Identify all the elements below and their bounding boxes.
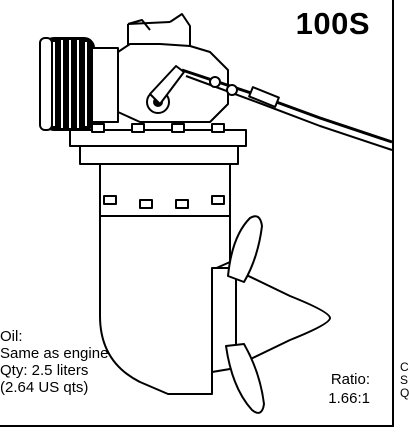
propeller-blade-lower (225, 343, 265, 414)
fragment-line: C (400, 361, 409, 374)
coupling-flange (91, 47, 119, 123)
propeller-blade-upper (227, 215, 263, 283)
ratio-value: 1.66:1 (328, 390, 370, 407)
oil-type: Same as engine (0, 345, 109, 362)
ratio-label: Ratio: (330, 371, 370, 388)
model-number: 100S (295, 6, 370, 41)
fragment-line: Q (400, 386, 410, 400)
shift-cable (181, 68, 393, 144)
fragment-line: S (400, 373, 409, 387)
gear-leg (99, 163, 231, 395)
sail-drive-illustration (39, 13, 393, 414)
specification-panel: 100S Oil: Same as engine Qty: 2.5 liters… (0, 0, 394, 427)
oil-quantity-metric: Qty: 2.5 liters (0, 362, 89, 379)
oil-quantity-us: (2.64 US qts) (0, 379, 89, 396)
bellows-coupling (39, 37, 95, 131)
oil-specification: Oil: Same as engine Qty: 2.5 liters (2.6… (0, 328, 108, 396)
oil-heading: Oil: (0, 328, 23, 345)
gear-ratio: Ratio: 1.66:1 (328, 370, 370, 408)
adjacent-panel-fragment: C S Q (400, 361, 410, 400)
